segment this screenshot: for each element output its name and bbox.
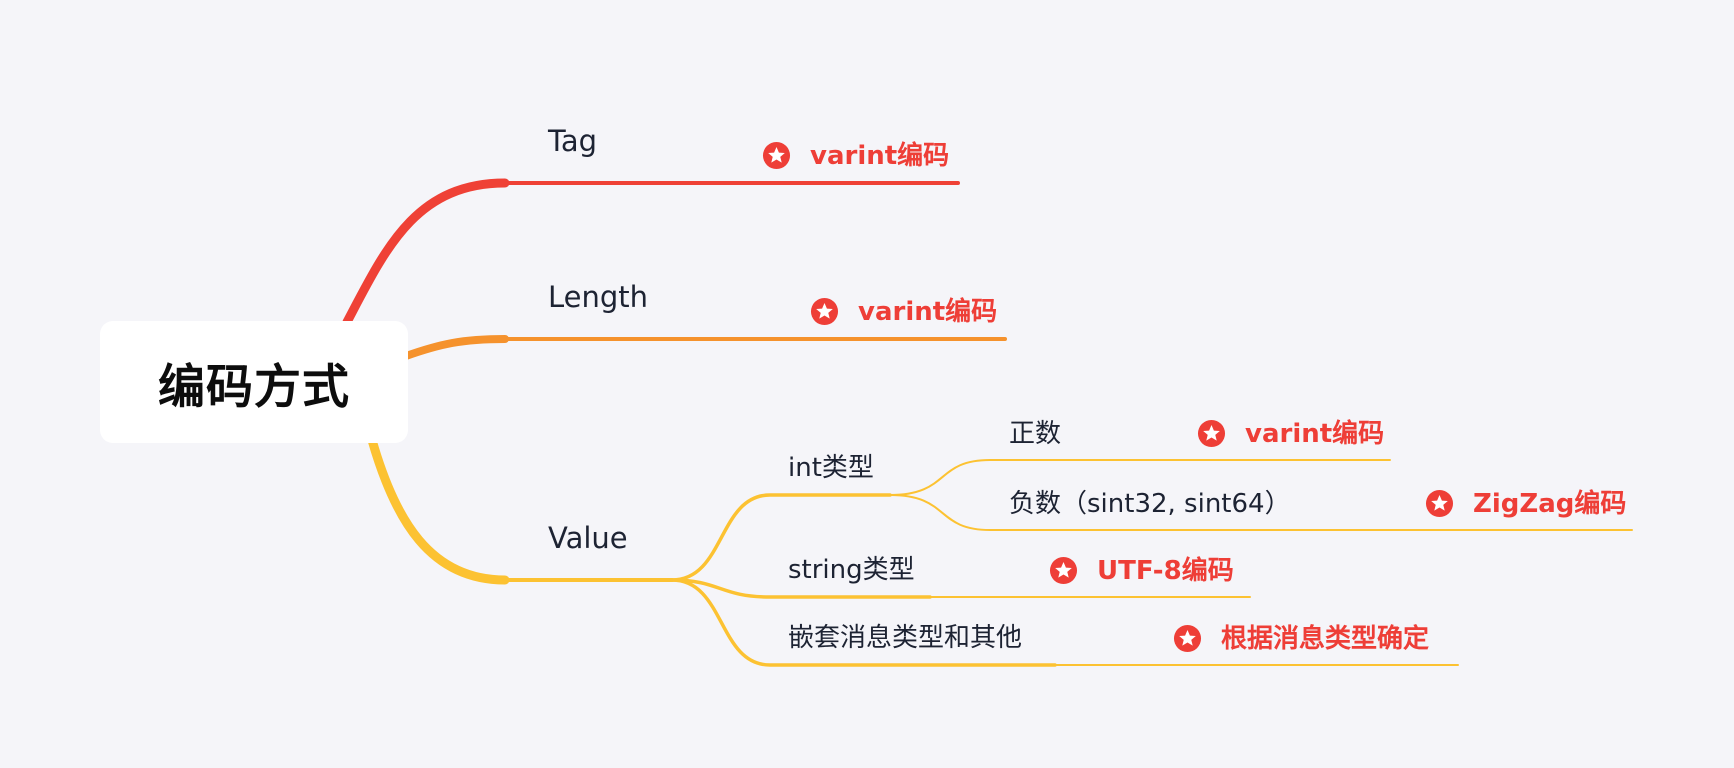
root-label: 编码方式 [158,359,350,415]
star-circle-icon [1197,419,1226,448]
connector-root-tag-taper [342,178,510,327]
connector-value-int [670,493,892,582]
note-text: varint编码 [858,296,998,327]
note-string: UTF-8编码 [1049,556,1234,585]
node-int-type[interactable]: int类型 [788,453,874,483]
note-tag: varint编码 [762,141,949,170]
connector-value-nested [670,578,1057,667]
note-text: varint编码 [1245,418,1385,449]
note-text: varint编码 [810,140,950,171]
node-negative[interactable]: 负数（sint32, sint64） [1009,489,1291,519]
connector-root-value-taper [367,435,510,585]
connector-int-negative [889,494,1633,531]
star-circle-icon [1173,624,1202,653]
star-circle-icon [810,297,839,326]
node-string-type[interactable]: string类型 [788,555,915,585]
node-length[interactable]: Length [548,280,649,314]
connector-root-value [370,438,674,582]
connector-value-string [670,578,932,599]
root-node[interactable]: 编码方式 [100,321,408,443]
note-nested: 根据消息类型确定 [1173,624,1429,653]
node-nested-type[interactable]: 嵌套消息类型和其他 [788,623,1023,653]
note-text: ZigZag编码 [1473,488,1627,519]
star-circle-icon [1425,489,1454,518]
connector-root-length-taper [402,335,509,360]
note-text: UTF-8编码 [1097,555,1234,586]
note-negative: ZigZag编码 [1425,489,1626,518]
node-value[interactable]: Value [548,521,628,555]
connector-int-positive [889,459,1391,496]
star-circle-icon [762,141,791,170]
note-text: 根据消息类型确定 [1221,623,1430,654]
note-length: varint编码 [810,297,997,326]
note-positive: varint编码 [1197,419,1384,448]
node-positive[interactable]: 正数 [1009,419,1062,449]
star-circle-icon [1049,556,1078,585]
node-tag[interactable]: Tag [548,124,598,158]
